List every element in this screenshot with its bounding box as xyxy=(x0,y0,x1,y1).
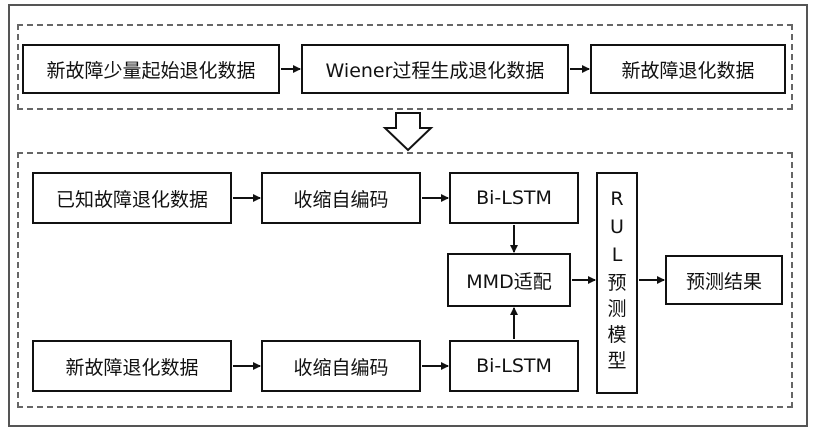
known-fault-data-label: 已知故障退化数据 xyxy=(55,188,208,211)
down-arrow-icon xyxy=(382,112,434,152)
new-fault-data-box: 新故障退化数据 xyxy=(590,44,786,94)
mmd-adapt-label: MMD适配 xyxy=(466,270,552,293)
bilstm-bottom-label: Bi-LSTM xyxy=(476,355,552,377)
wiener-process-box: Wiener过程生成退化数据 xyxy=(301,44,569,94)
data-generation-group xyxy=(17,24,793,110)
known-fault-data-box: 已知故障退化数据 xyxy=(32,172,232,224)
new-fault-data-label: 新故障退化数据 xyxy=(621,59,755,82)
prediction-result-box: 预测结果 xyxy=(665,255,783,305)
rul-model-char: 型 xyxy=(607,350,627,372)
mmd-adapt-box: MMD适配 xyxy=(447,253,571,307)
bilstm-bottom-box: Bi-LSTM xyxy=(449,340,579,392)
autoencoder-bottom-box: 收缩自编码 xyxy=(261,340,421,392)
new-fault-data-bottom-label: 新故障退化数据 xyxy=(65,356,199,379)
autoencoder-bottom-label: 收缩自编码 xyxy=(293,356,389,379)
new-fault-initial-data-box: 新故障少量起始退化数据 xyxy=(22,44,280,94)
new-fault-data-bottom-box: 新故障退化数据 xyxy=(32,340,232,392)
new-fault-initial-data-label: 新故障少量起始退化数据 xyxy=(46,59,256,82)
wiener-process-label: Wiener过程生成退化数据 xyxy=(325,59,545,82)
rul-model-char: 模 xyxy=(607,324,627,346)
autoencoder-top-box: 收缩自编码 xyxy=(261,172,421,224)
bilstm-top-box: Bi-LSTM xyxy=(449,172,579,224)
rul-model-char: 测 xyxy=(607,298,627,320)
rul-prediction-group xyxy=(17,152,793,408)
rul-model-char: 预 xyxy=(607,272,627,294)
outer-frame xyxy=(8,4,808,427)
rul-model-box: R U L 预 测 模 型 xyxy=(596,172,638,394)
bilstm-top-label: Bi-LSTM xyxy=(476,187,552,209)
autoencoder-top-label: 收缩自编码 xyxy=(293,188,389,211)
rul-model-char: U xyxy=(610,216,624,238)
prediction-result-label: 预测结果 xyxy=(685,270,762,293)
rul-model-char: L xyxy=(611,244,623,266)
rul-model-char: R xyxy=(610,188,624,210)
